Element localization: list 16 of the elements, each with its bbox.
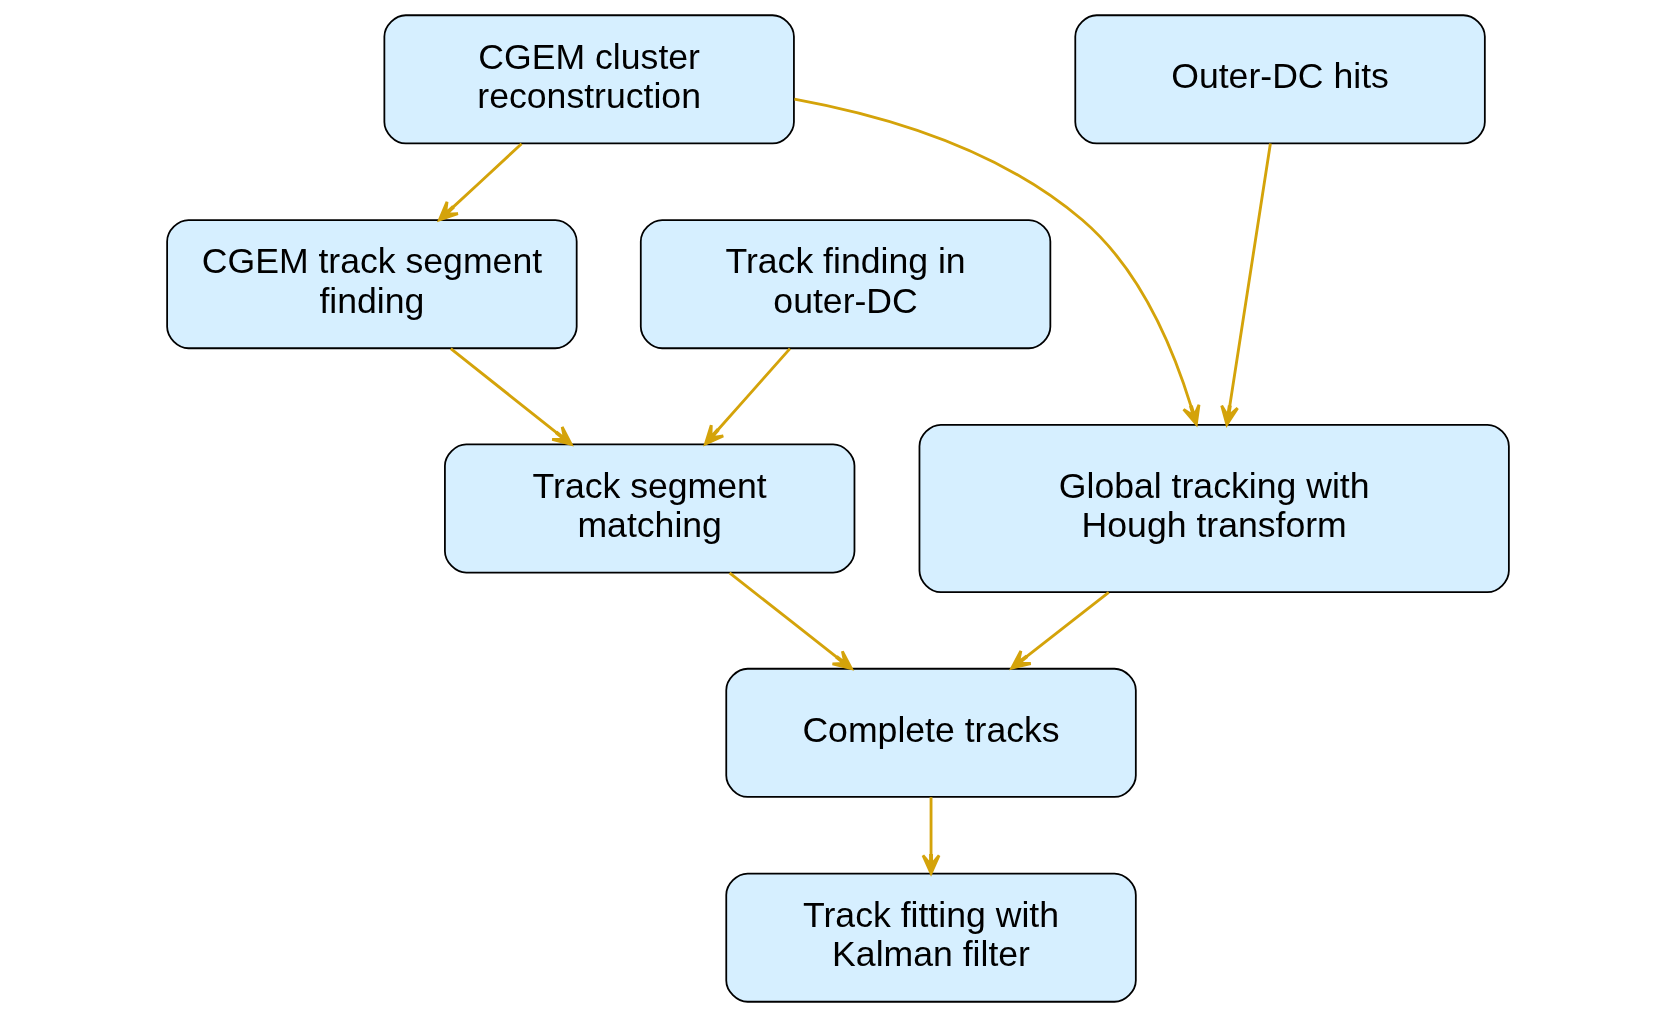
arrow — [1009, 591, 1110, 670]
node-box: CGEM cluster reconstruction — [383, 14, 795, 145]
node-box: Track segment matching — [443, 443, 855, 574]
node-box: Track finding in outer-DC — [639, 219, 1051, 350]
node-box: Track fitting with Kalman filter — [724, 872, 1137, 1003]
node-box: Complete tracks — [724, 667, 1137, 798]
arrow — [449, 347, 573, 446]
node-box: Outer-DC hits — [1073, 14, 1486, 145]
arrow — [921, 797, 940, 875]
arrow — [793, 97, 1200, 426]
node-box: Global tracking with Hough transform — [918, 423, 1510, 594]
arrow — [703, 347, 791, 446]
node-box: CGEM track segment finding — [165, 219, 578, 350]
arrow — [1219, 143, 1272, 426]
arrow — [437, 142, 523, 222]
arrow — [728, 571, 853, 671]
